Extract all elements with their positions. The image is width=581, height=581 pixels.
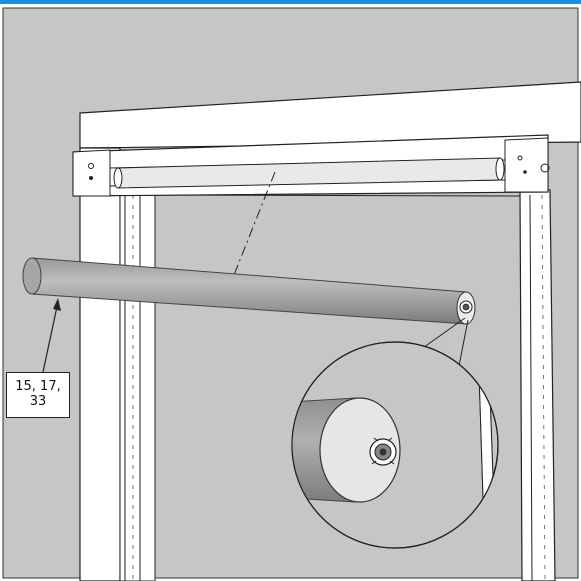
roller-tube [22,257,476,325]
ceiling-panel [79,81,581,149]
callout-line-2: 33 [29,394,47,409]
left-frame [79,147,156,581]
top-rule [0,0,581,4]
tube-end-cap-detail-icon [291,341,499,549]
magnifier-leader-top [419,317,466,351]
placement-line [227,171,276,291]
right-frame [519,189,556,581]
callout-line-1: 15, 17, [15,379,61,394]
callout-arrow [42,298,61,373]
roller-tube-icon [113,157,505,189]
part-number-callout: 15, 17, 33 [6,372,70,418]
